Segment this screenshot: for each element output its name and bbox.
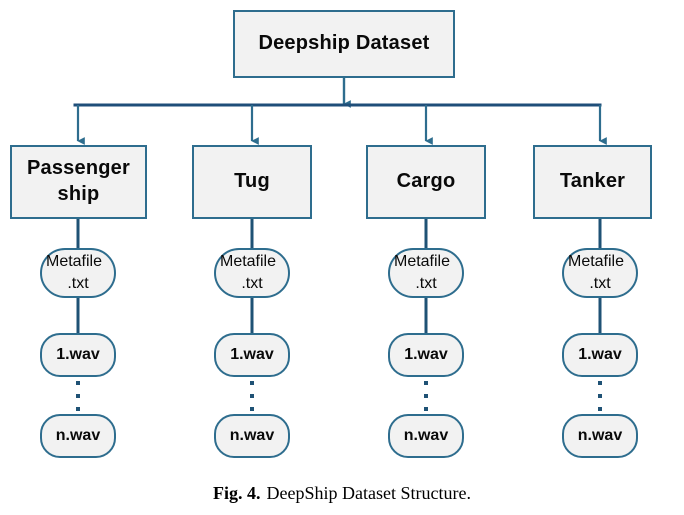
category-label-line1: Passenger [27, 157, 130, 180]
category-label-line2: ship [57, 183, 100, 205]
wav-last-label: n.wav [55, 427, 101, 444]
category-node-label: Passenger ship [27, 156, 130, 207]
metafile-label-line1: Metafile [45, 253, 103, 271]
metafile-node-cargo[interactable]: Metafile .txt [388, 248, 464, 298]
category-node-label: Tanker [559, 170, 626, 193]
category-node-tanker[interactable]: Tanker [533, 145, 652, 219]
metafile-node-passenger-ship[interactable]: Metafile .txt [40, 248, 116, 298]
wav-first-label: 1.wav [56, 346, 100, 363]
metafile-label-line1: Metafile [567, 253, 625, 271]
metafile-label-line2: .txt [415, 275, 437, 292]
figure-number-label: Fig. 4. [213, 483, 261, 503]
wav-last-node-passenger-ship[interactable]: n.wav [40, 414, 116, 458]
metafile-label-line2: .txt [589, 275, 611, 292]
wav-first-label: 1.wav [404, 346, 448, 363]
metafile-label-line1: Metafile [393, 253, 451, 271]
wav-last-label: n.wav [577, 427, 623, 444]
metafile-label-line1: Metafile [219, 253, 277, 271]
category-node-label: Cargo [396, 170, 456, 193]
wav-first-label: 1.wav [578, 346, 622, 363]
wav-first-node-cargo[interactable]: 1.wav [388, 333, 464, 377]
wav-last-node-cargo[interactable]: n.wav [388, 414, 464, 458]
wav-first-label: 1.wav [230, 346, 274, 363]
metafile-label-line2: .txt [241, 275, 263, 292]
metafile-label-line2: .txt [67, 275, 89, 292]
root-node-deepship-dataset[interactable]: Deepship Dataset [233, 10, 455, 78]
wav-first-node-passenger-ship[interactable]: 1.wav [40, 333, 116, 377]
metafile-node-tug[interactable]: Metafile .txt [214, 248, 290, 298]
category-node-cargo[interactable]: Cargo [366, 145, 486, 219]
category-node-tug[interactable]: Tug [192, 145, 312, 219]
wav-last-node-tanker[interactable]: n.wav [562, 414, 638, 458]
figure-caption-text: DeepShip Dataset Structure. [266, 483, 471, 503]
wav-first-node-tug[interactable]: 1.wav [214, 333, 290, 377]
figure-caption: Fig. 4.DeepShip Dataset Structure. [0, 483, 684, 504]
category-node-passenger-ship[interactable]: Passenger ship [10, 145, 147, 219]
metafile-node-tanker[interactable]: Metafile .txt [562, 248, 638, 298]
wav-first-node-tanker[interactable]: 1.wav [562, 333, 638, 377]
wav-last-label: n.wav [403, 427, 449, 444]
category-node-label: Tug [234, 170, 270, 193]
root-node-label: Deepship Dataset [258, 32, 430, 55]
wav-last-label: n.wav [229, 427, 275, 444]
wav-last-node-tug[interactable]: n.wav [214, 414, 290, 458]
